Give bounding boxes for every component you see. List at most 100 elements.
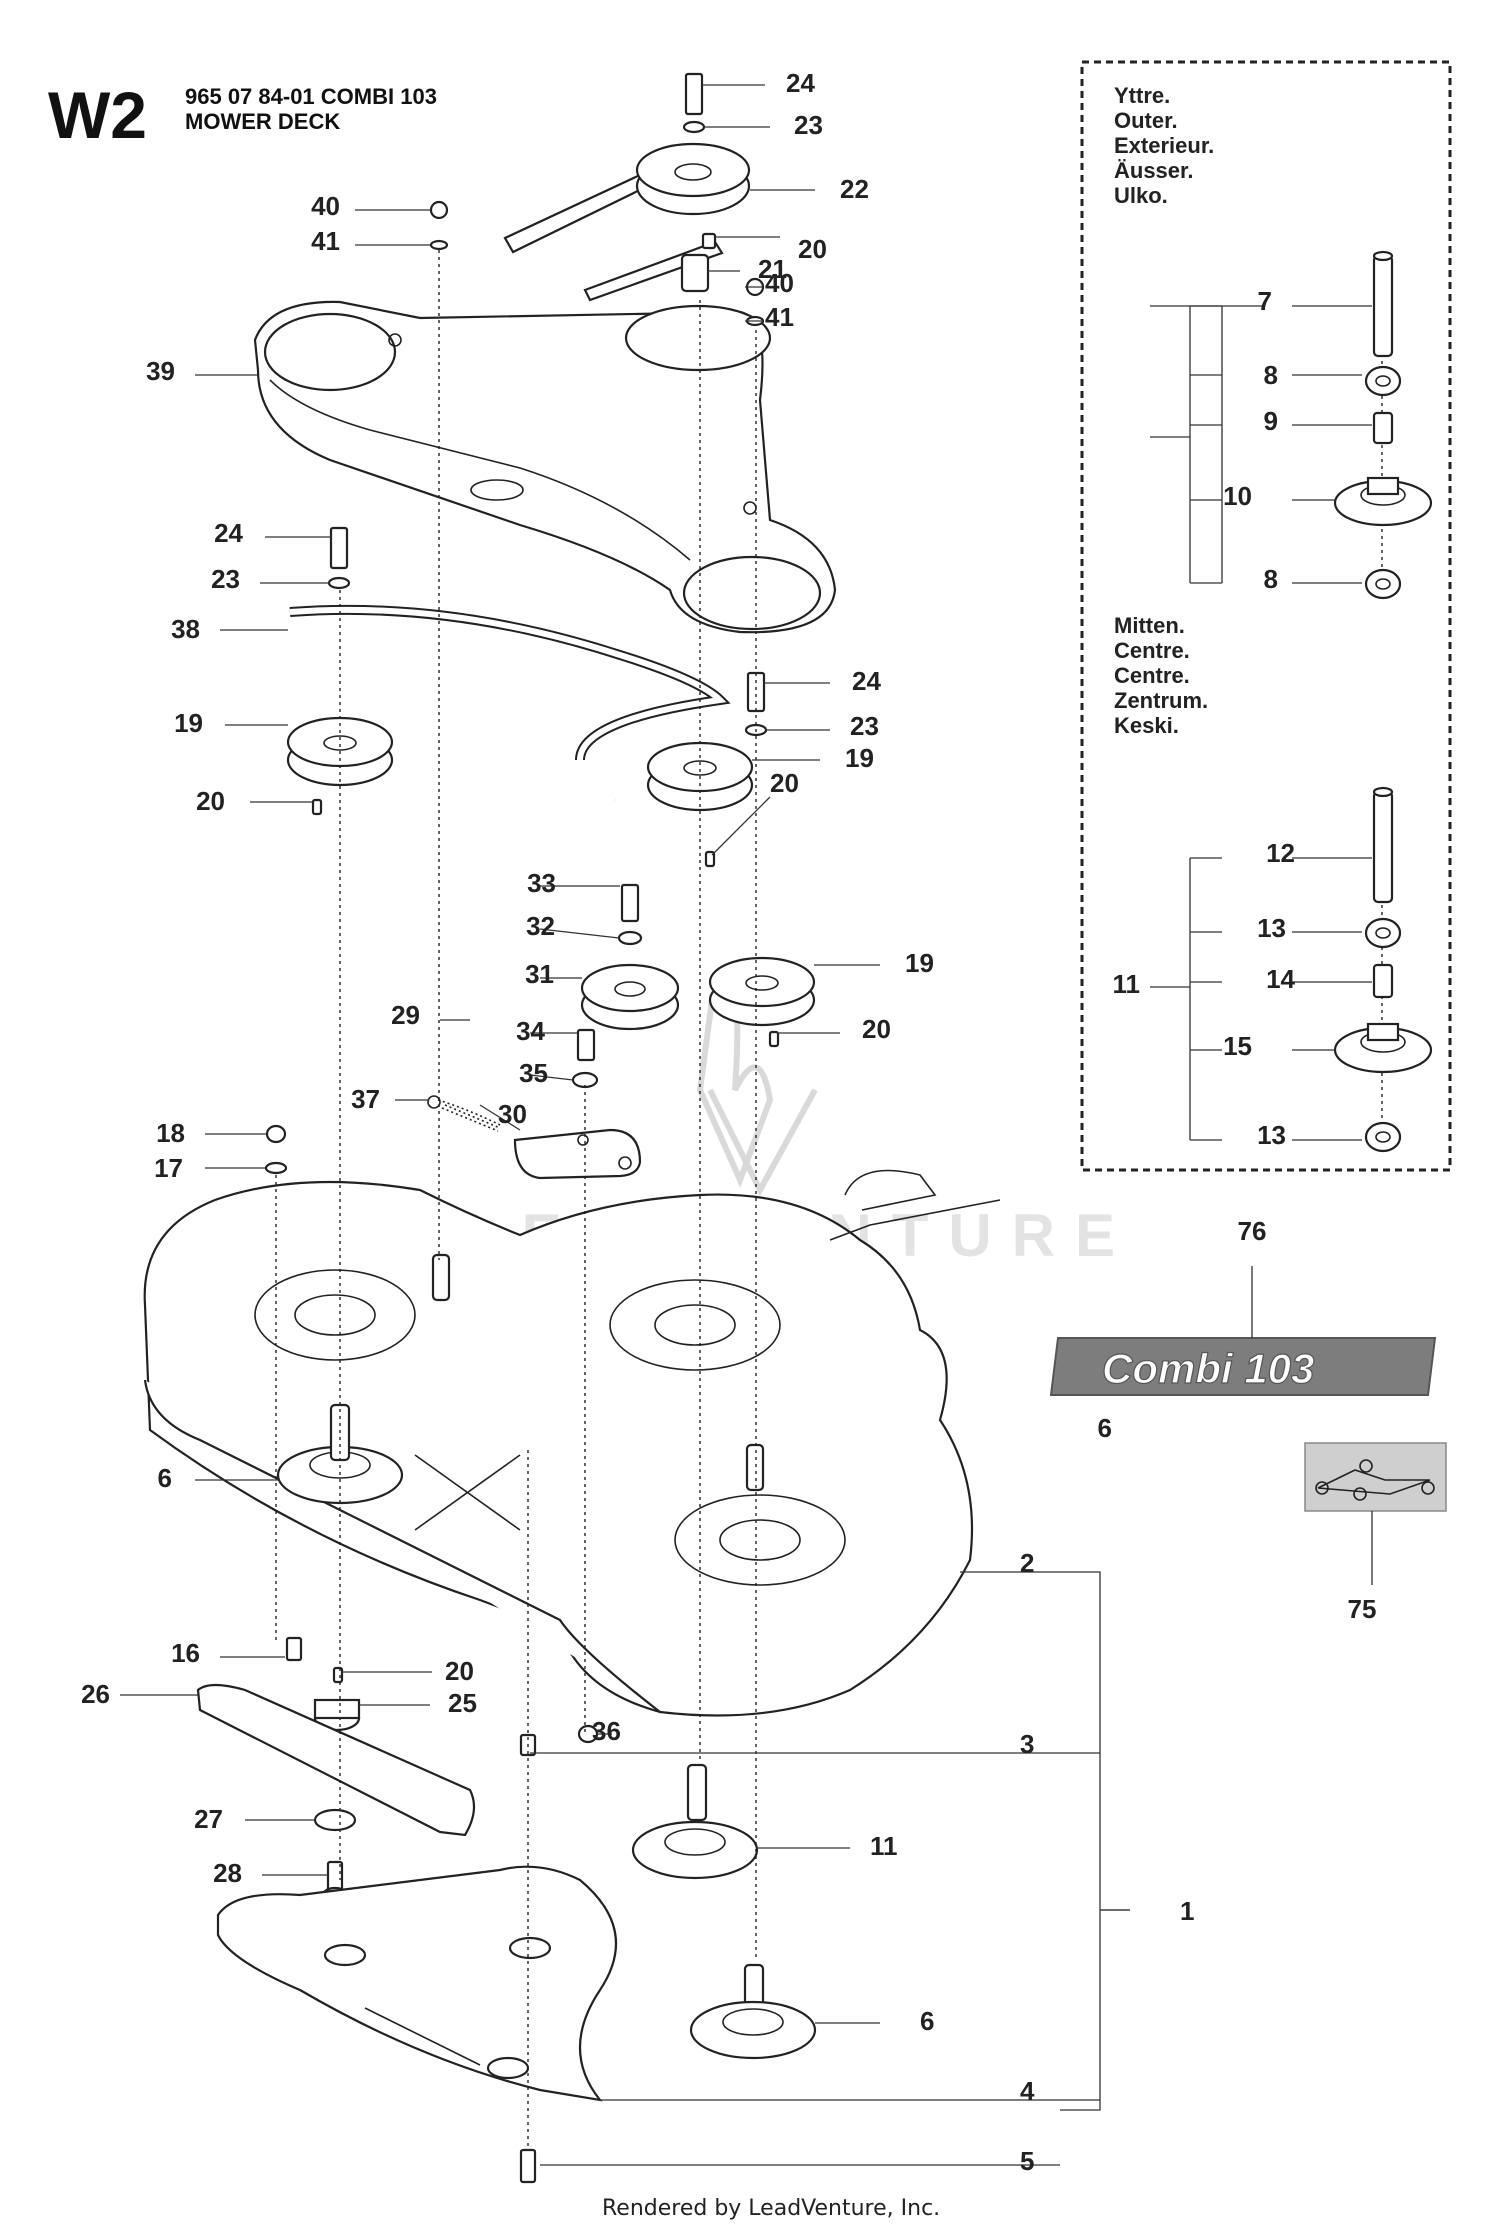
callout-number: 13: [1257, 1120, 1286, 1150]
callout-number: 3: [1020, 1729, 1034, 1759]
drive-belt: [279, 604, 819, 909]
callout-number: 30: [498, 1099, 527, 1129]
callout-number: 19: [905, 948, 934, 978]
center-term: Mitten.: [1114, 613, 1185, 638]
belt-cover: [253, 300, 837, 634]
inset-brackets: [1150, 305, 1372, 1141]
washer: [682, 120, 706, 134]
spindle-shaft: [1372, 790, 1394, 904]
center-term: Centre.: [1114, 663, 1190, 688]
diagram-section-title: MOWER DECK: [185, 109, 340, 134]
center-term: Centre.: [1114, 638, 1190, 663]
mower-deck: [143, 1169, 1001, 1717]
callout-number: 21: [758, 254, 787, 284]
bearing: [1364, 917, 1402, 949]
callout-number: 12: [1266, 838, 1295, 868]
spacer: [1372, 411, 1394, 445]
center-term: Keski.: [1114, 713, 1179, 738]
outer-terms: Yttre. Outer. Exterieur. Äusser. Ulko.: [1114, 83, 1214, 208]
outer-term: Ulko.: [1114, 183, 1168, 208]
callout-number: 38: [171, 614, 200, 644]
callout-number: 6: [920, 2006, 934, 2036]
callout-number: 17: [154, 1153, 183, 1183]
callout-leader: [539, 928, 620, 939]
callout-number: 20: [445, 1656, 474, 1686]
bolt: [684, 72, 704, 116]
callout-number: 9: [1264, 406, 1278, 436]
callout-number: 24: [852, 666, 881, 696]
callout-number: 27: [194, 1804, 223, 1834]
callout-number: 34: [516, 1016, 545, 1046]
right-spindles: [519, 1724, 817, 2184]
outer-term: Äusser.: [1114, 158, 1194, 183]
callout-number: 33: [527, 868, 556, 898]
callout-number: 22: [840, 174, 869, 204]
diagram-part-number: 965 07 84-01 COMBI 103: [185, 84, 437, 109]
bearing: [1364, 568, 1402, 600]
inset-spindle-assemblies: Yttre. Outer. Exterieur. Äusser. Ulko. M…: [1080, 60, 1452, 1172]
outer-term: Outer.: [1114, 108, 1178, 133]
callout-number: 75: [1348, 1594, 1377, 1624]
callout-number: 36: [592, 1716, 621, 1746]
idler-arm: [427, 1095, 642, 1180]
callout-number: 23: [850, 711, 879, 741]
callout-number: 39: [146, 356, 175, 386]
callout-number: 25: [448, 1688, 477, 1718]
callout-number: 6: [1098, 1413, 1112, 1443]
top-pulley-group: [503, 72, 751, 302]
spacer: [1372, 963, 1394, 999]
outer-term: Yttre.: [1114, 83, 1170, 108]
callout-number: 41: [765, 302, 794, 332]
callout-number: 20: [798, 234, 827, 264]
callout-number: 23: [794, 110, 823, 140]
callout-number: 18: [156, 1118, 185, 1148]
callout-number: 8: [1264, 360, 1278, 390]
callout-number: 76: [1238, 1216, 1267, 1246]
callout-number: 16: [171, 1638, 200, 1668]
decal-text: Combi 103: [1102, 1345, 1314, 1392]
callout-leader: [529, 1074, 574, 1081]
callout-number: 32: [526, 911, 555, 941]
callout-number: 35: [519, 1058, 548, 1088]
callout-number: 29: [391, 1000, 420, 1030]
callout-number: 5: [1020, 2146, 1034, 2176]
combi-103-decal: Combi 103: [1049, 1266, 1437, 1396]
spindle-shaft: [1372, 254, 1394, 358]
callout-number: 41: [311, 226, 340, 256]
outer-term: Exterieur.: [1114, 133, 1214, 158]
deck-baffle: [216, 1865, 618, 2102]
callout-number: 31: [525, 959, 554, 989]
spacer: [680, 253, 710, 293]
callout-leader: [711, 796, 771, 856]
bearing: [1364, 365, 1402, 397]
callout-number: 1: [1180, 1896, 1194, 1926]
callout-number: 28: [213, 1858, 242, 1888]
callout-number: 19: [174, 708, 203, 738]
assembly-bracket: [1060, 1571, 1130, 2111]
callout-number: 24: [786, 68, 815, 98]
callout-number: 37: [351, 1084, 380, 1114]
callout-number: 11: [870, 1831, 898, 1861]
callout-number: 8: [1264, 564, 1278, 594]
callout-number: 13: [1257, 913, 1286, 943]
callout-number: 2: [1020, 1548, 1034, 1578]
bearing: [1364, 1121, 1402, 1153]
callout-number: 40: [311, 191, 340, 221]
callout-number: 14: [1266, 964, 1295, 994]
callout-number: 10: [1223, 481, 1252, 511]
callout-number: 15: [1223, 1031, 1252, 1061]
callout-number: 23: [211, 564, 240, 594]
footer-credit: Rendered by LeadVenture, Inc.: [602, 2196, 940, 2221]
center-terms: Mitten. Centre. Centre. Zentrum. Keski.: [1114, 613, 1208, 738]
callout-number: 20: [862, 1014, 891, 1044]
callout-number: 26: [81, 1679, 110, 1709]
callout-number: 11: [1113, 969, 1141, 999]
callout-number: 20: [770, 768, 799, 798]
callout-number: 20: [196, 786, 225, 816]
belt-routing-decal: [1304, 1442, 1447, 1585]
callout-number: 4: [1020, 2076, 1035, 2106]
callout-number: 40: [765, 268, 794, 298]
assembly-axes: [275, 250, 757, 2150]
center-term: Zentrum.: [1114, 688, 1208, 713]
callout-labels: 1234566678891011111213131415161718191919…: [81, 68, 1376, 2176]
